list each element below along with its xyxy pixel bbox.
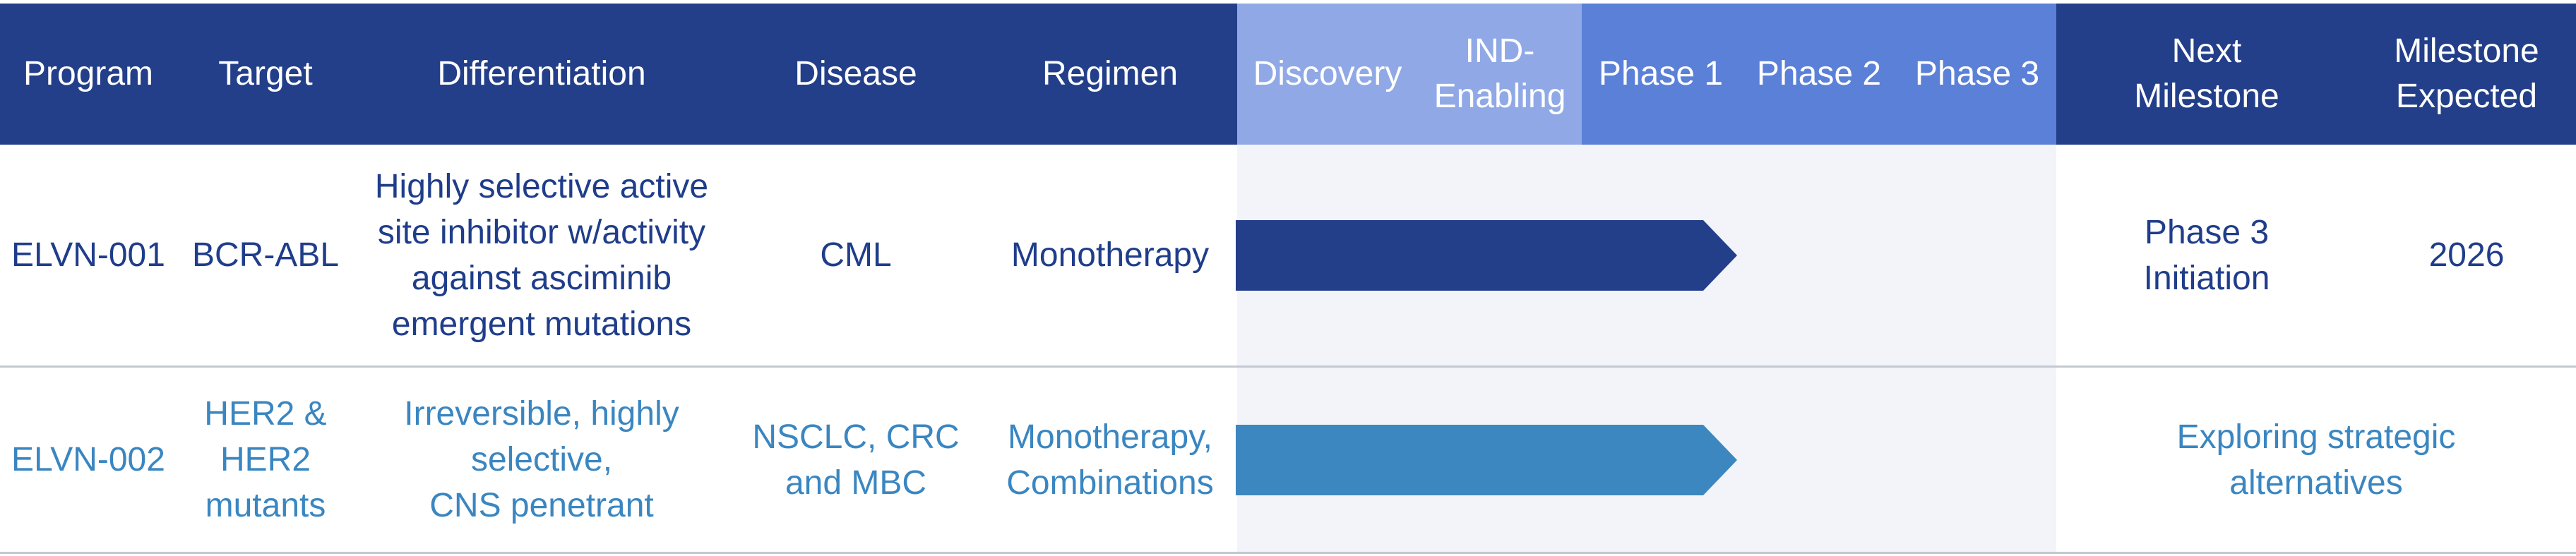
header-target: Target bbox=[218, 55, 313, 92]
header-next-milestone: Next Milestone bbox=[2134, 32, 2279, 115]
header-milestone-expected: Milestone Expected bbox=[2394, 32, 2539, 115]
row2-regimen: Monotherapy, Combinations bbox=[1006, 418, 1214, 502]
row2-target: HER2 & HER2 mutants bbox=[204, 395, 327, 524]
header-bg-clinical-phases bbox=[1582, 4, 2056, 145]
row1-program: ELVN-001 bbox=[11, 236, 165, 274]
header-disease: Disease bbox=[794, 55, 917, 92]
table-bottom-border bbox=[0, 552, 2576, 554]
row1-progress-arrow bbox=[1236, 220, 1737, 291]
row1-differentiation: Highly selective active site inhibitor w… bbox=[374, 167, 709, 343]
row2-differentiation: Irreversible, highly selective, CNS pene… bbox=[404, 395, 679, 524]
row-divider bbox=[0, 365, 2576, 368]
row2-next-milestone: Exploring strategic alternatives bbox=[2176, 418, 2456, 502]
header-ind-enabling: IND- Enabling bbox=[1433, 32, 1566, 115]
row2-progress-arrow bbox=[1236, 425, 1737, 495]
row1-disease: CML bbox=[820, 236, 892, 274]
header-bg-left bbox=[0, 4, 1237, 145]
header-bg-right bbox=[2056, 4, 2576, 145]
header-phase-2: Phase 2 bbox=[1756, 55, 1882, 92]
row1-target: BCR-ABL bbox=[191, 236, 340, 274]
row2-program: ELVN-002 bbox=[11, 441, 165, 478]
header-program: Program bbox=[23, 55, 154, 92]
row1-next-milestone: Phase 3 Initiation bbox=[2143, 213, 2270, 297]
header-bg-early-stages bbox=[1237, 4, 1582, 145]
header-differentiation: Differentiation bbox=[437, 55, 646, 92]
row2-disease: NSCLC, CRC and MBC bbox=[752, 418, 960, 502]
row1-milestone-expected: 2026 bbox=[2428, 236, 2505, 274]
header-regimen: Regimen bbox=[1042, 55, 1179, 92]
header-phase-3: Phase 3 bbox=[1914, 55, 2040, 92]
header-discovery: Discovery bbox=[1253, 55, 1402, 92]
row1-regimen: Monotherapy bbox=[1010, 236, 1210, 274]
header-phase-1: Phase 1 bbox=[1598, 55, 1724, 92]
